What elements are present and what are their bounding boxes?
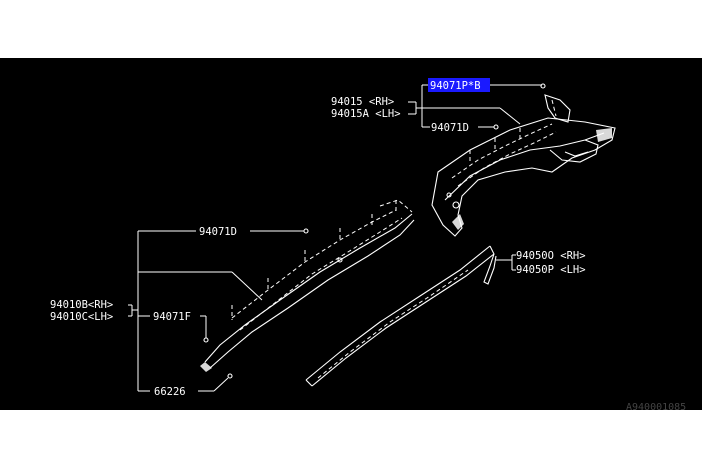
label-66226[interactable]: 66226 [154,386,186,398]
diagram-reference-number: A940001085 [626,402,686,413]
label-94010B-rh[interactable]: 94010B<RH> [50,299,113,311]
label-94071D-top[interactable]: 94071D [431,122,469,134]
label-94071F[interactable]: 94071F [153,311,191,323]
rear-quarter-trim-assembly [431,94,616,237]
label-94071D-left[interactable]: 94071D [199,226,237,238]
label-94050P-lh[interactable]: 94050P <LH> [516,264,586,276]
leader-lines [128,83,546,392]
label-94015A-lh[interactable]: 94015A <LH> [331,108,401,120]
roof-rail-trim-assembly [200,199,415,372]
label-94015-rh[interactable]: 94015 <RH> [331,96,394,108]
label-94050O-rh[interactable]: 94050O <RH> [516,250,586,262]
label-94071PB[interactable]: 94071P*B [430,80,481,92]
weatherstrip-assembly [305,245,497,387]
selected-part-highlight [428,78,490,92]
label-94010C-lh[interactable]: 94010C<LH> [50,311,113,323]
